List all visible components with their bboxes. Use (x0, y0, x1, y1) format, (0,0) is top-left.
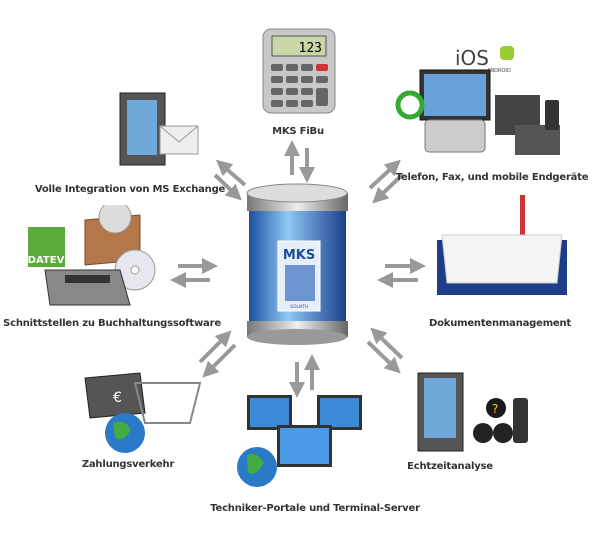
label-doku: Dokumentenmanagement (428, 318, 572, 329)
arrow-telefon-back (372, 173, 404, 204)
label-echtzeit: Echtzeitanalyse (407, 461, 493, 472)
arrow-zahlung-back (198, 330, 232, 364)
payment-cart-icon: € (65, 368, 205, 458)
exchange-server-icon (105, 88, 200, 173)
phone-fax-devices-icon: iOS ANDROID (395, 40, 570, 165)
center-logo-subtext: GOLIATH (290, 304, 308, 309)
document-stack-icon (432, 195, 572, 305)
accounting-software-icon: DATEV (20, 205, 165, 310)
label-techniker: Techniker-Portale und Terminal-Server (210, 503, 420, 514)
arrow-echtzeit-back (370, 327, 404, 360)
svg-text:?: ? (492, 402, 498, 416)
label-fibu: MKS FiBu (272, 126, 324, 137)
svg-text:€: € (113, 390, 122, 406)
label-zahlung: Zahlungsverkehr (81, 459, 175, 470)
android-logo: ANDROID (487, 68, 511, 74)
datev-logo: DATEV (28, 255, 65, 266)
label-schnitt: Schnittstellen zu Buchhaltungssoftware (3, 318, 221, 329)
arrow-telefon (368, 159, 401, 190)
arrow-exchange-back (213, 173, 242, 201)
ios-logo: iOS (455, 46, 489, 70)
label-exchange: Volle Integration von MS Exchange (34, 184, 226, 195)
arrow-zahlung (202, 343, 237, 378)
arrow-exchange (215, 159, 247, 187)
arrow-echtzeit (366, 340, 401, 374)
mks-database-icon: MKS GOLIATH (245, 183, 350, 348)
label-telefon: Telefon, Fax, und mobile Endgeräte (395, 172, 589, 183)
realtime-analysis-icon: ? (408, 368, 538, 458)
terminal-server-icon (232, 385, 372, 495)
calculator-icon: 123 (262, 28, 336, 114)
center-logo-text: MKS (283, 248, 315, 263)
calculator-display: 123 (299, 41, 322, 56)
